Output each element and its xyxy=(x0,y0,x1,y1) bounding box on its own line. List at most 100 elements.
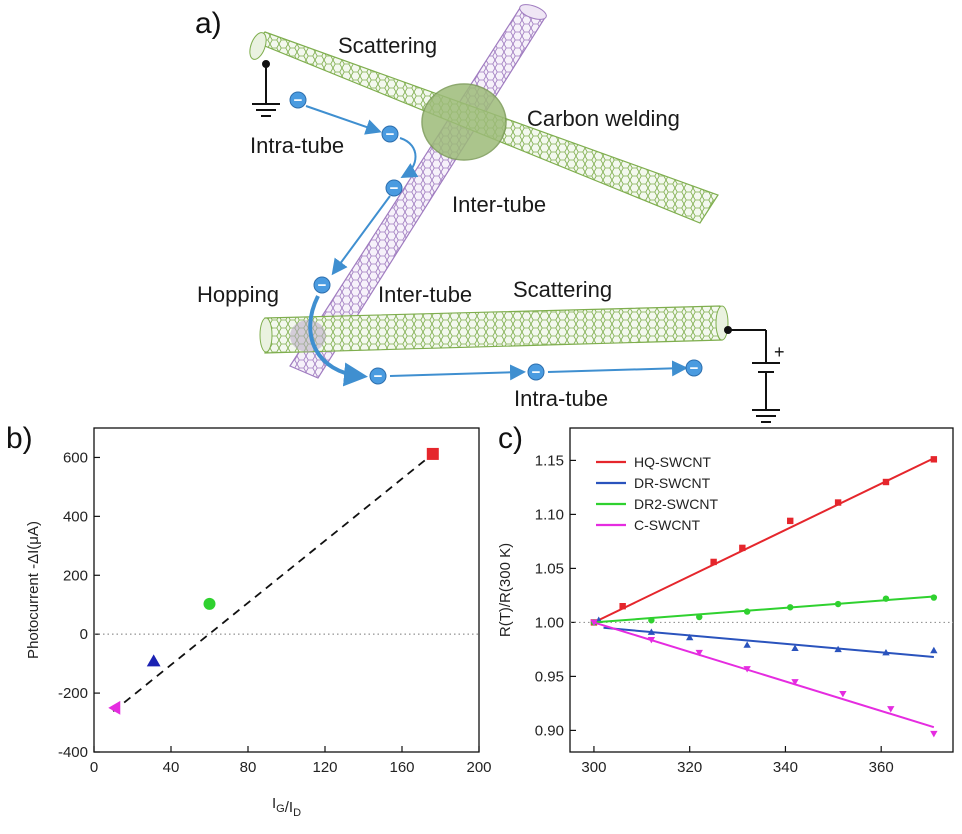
electron-minus-sign: − xyxy=(318,277,327,294)
c-data-point xyxy=(647,636,656,644)
electron-icon xyxy=(527,363,545,381)
c-data-point xyxy=(647,628,656,635)
label-scattering-top: Scattering xyxy=(338,33,437,58)
electron-minus-sign: − xyxy=(690,360,699,377)
c-x-tick-label: 340 xyxy=(773,759,798,776)
electron-icon xyxy=(313,276,331,294)
c-data-point xyxy=(882,648,890,656)
c-data-point xyxy=(743,666,751,673)
c-data-point xyxy=(882,595,890,602)
panel-c-label: c) xyxy=(498,422,523,455)
panel-a-label: a) xyxy=(195,7,222,40)
c-fit-line xyxy=(593,457,935,624)
c-data-point xyxy=(930,456,938,463)
c-data-point xyxy=(743,641,751,648)
electron-icon xyxy=(369,367,387,385)
ground-symbol-left xyxy=(252,60,280,117)
c-fit-line xyxy=(593,621,935,729)
carbon-weld-junction xyxy=(421,83,507,161)
b-x-axis-label: IG/ID xyxy=(272,795,301,819)
b-dashed-fit-line xyxy=(112,453,434,713)
panel-a-diagram: a) xyxy=(195,4,785,423)
label-intra-tube-1: Intra-tube xyxy=(250,133,344,158)
b-y-tick-label: 200 xyxy=(63,567,88,584)
c-y-tick-label: 0.95 xyxy=(535,668,564,685)
c-x-tick-label: 360 xyxy=(869,759,894,776)
b-x-label-sub: D xyxy=(293,807,301,819)
c-data-point xyxy=(834,600,842,608)
electron-icon xyxy=(685,359,703,377)
c-data-point xyxy=(834,645,842,653)
b-y-tick-label: 0 xyxy=(80,626,88,643)
plus-sign-label: + xyxy=(774,342,785,362)
b-x-tick-label: 200 xyxy=(466,759,491,776)
c-y-tick-label: 0.90 xyxy=(535,722,564,739)
panel-b-label: b) xyxy=(6,422,33,455)
b-x-tick-label: 120 xyxy=(312,759,337,776)
b-plot-frame xyxy=(93,427,480,753)
c-data-point xyxy=(787,517,794,525)
c-data-point xyxy=(882,478,890,486)
c-data-point xyxy=(791,679,799,686)
b-x-tick-label: 80 xyxy=(240,759,257,776)
label-carbon-welding: Carbon welding xyxy=(527,106,680,131)
electrons-group: −−−−−−− xyxy=(289,91,703,385)
c-data-point xyxy=(648,617,655,624)
c-legend-label: DR-SWCNT xyxy=(634,475,711,491)
c-data-point xyxy=(887,706,895,713)
b-x-label-part: I xyxy=(272,795,276,812)
b-data-point xyxy=(146,654,161,667)
b-y-tick-label: -200 xyxy=(58,685,88,702)
c-data-point xyxy=(686,633,694,641)
electron-minus-sign: − xyxy=(532,364,541,381)
b-x-label-sub: G xyxy=(276,803,285,815)
c-fit-line xyxy=(603,626,934,658)
b-x-tick-label: 40 xyxy=(163,759,180,776)
label-intra-tube-2: Intra-tube xyxy=(514,386,608,411)
c-data-point xyxy=(619,603,626,610)
electron-minus-sign: − xyxy=(386,126,395,143)
electron-minus-sign: − xyxy=(374,368,383,385)
electron-paths xyxy=(305,105,688,387)
b-data-point xyxy=(108,700,121,715)
b-data-point xyxy=(203,597,216,610)
c-data-point xyxy=(930,730,938,738)
c-plot-frame xyxy=(569,427,954,753)
electron-icon xyxy=(289,91,307,109)
electron-icon xyxy=(381,125,399,143)
bottom-green-nanotube xyxy=(259,305,729,354)
c-data-point xyxy=(739,544,746,552)
c-data-point xyxy=(695,649,703,657)
b-x-label-part: I xyxy=(289,799,293,816)
c-legend-label: DR2-SWCNT xyxy=(634,496,718,512)
c-data-point xyxy=(930,646,938,654)
b-y-tick-label: 400 xyxy=(63,508,88,525)
b-x-tick-label: 160 xyxy=(389,759,414,776)
c-x-tick-label: 320 xyxy=(677,759,702,776)
c-legend-label: C-SWCNT xyxy=(634,517,701,533)
b-data-point xyxy=(426,447,439,460)
c-data-point xyxy=(834,499,842,506)
c-y-tick-label: 1.15 xyxy=(535,452,564,469)
c-data-point xyxy=(696,613,703,621)
c-data-point xyxy=(791,644,799,652)
c-y-axis-label: R(T)/R(300 K) xyxy=(497,543,514,637)
b-x-tick-label: 0 xyxy=(90,759,98,776)
c-data-point xyxy=(743,608,751,615)
hopping-junction xyxy=(290,320,326,352)
electron-minus-sign: − xyxy=(390,180,399,197)
b-x-label-slash: / xyxy=(285,799,290,816)
c-data-point xyxy=(590,619,598,627)
label-inter-tube-1: Inter-tube xyxy=(452,192,546,217)
c-data-point xyxy=(710,558,717,566)
c-y-tick-label: 1.05 xyxy=(535,560,564,577)
b-y-axis-label: Photocurrent -ΔI(μA) xyxy=(25,521,42,659)
c-legend-label: HQ-SWCNT xyxy=(634,454,711,470)
voltage-source-symbol xyxy=(724,326,780,423)
c-y-tick-label: 1.10 xyxy=(535,506,564,523)
label-hopping: Hopping xyxy=(197,282,279,307)
b-y-tick-label: -400 xyxy=(58,744,88,761)
